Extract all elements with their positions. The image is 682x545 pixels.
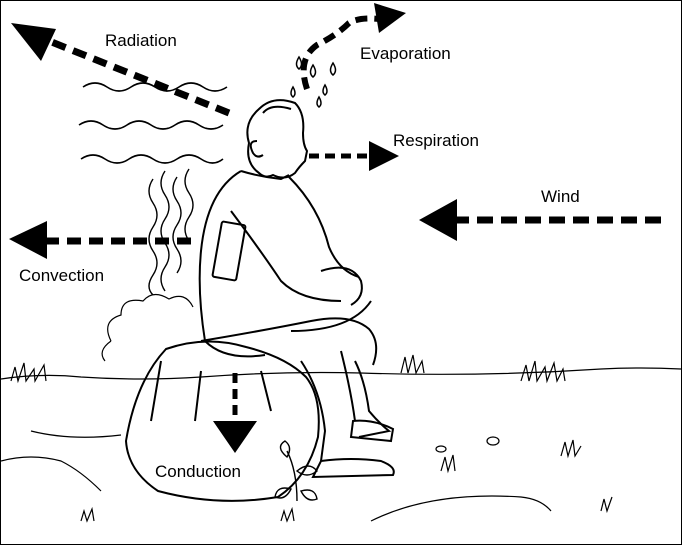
respiration-label: Respiration: [393, 131, 479, 150]
radiation-arrow: [11, 23, 231, 117]
small-plant: [274, 440, 318, 502]
conduction-label: Conduction: [155, 462, 242, 481]
wind-arrow: [419, 199, 661, 241]
respiration-arrow: [309, 141, 399, 171]
rock: [124, 340, 320, 502]
evaporation-label: Evaporation: [360, 44, 451, 63]
sweat-droplets: [290, 55, 337, 108]
grass-ground: [1, 354, 681, 523]
wind-label: Wind: [541, 187, 580, 206]
convection-waves: [148, 168, 194, 296]
convection-label: Convection: [19, 266, 105, 285]
convection-arrow: [9, 221, 191, 259]
conduction-arrow: [213, 373, 257, 453]
evaporation-arrow: [300, 3, 406, 90]
radiation-label: Radiation: [105, 31, 177, 50]
seated-soldier: [198, 99, 395, 479]
radiation-waves: [78, 82, 228, 164]
bushes: [101, 293, 194, 362]
